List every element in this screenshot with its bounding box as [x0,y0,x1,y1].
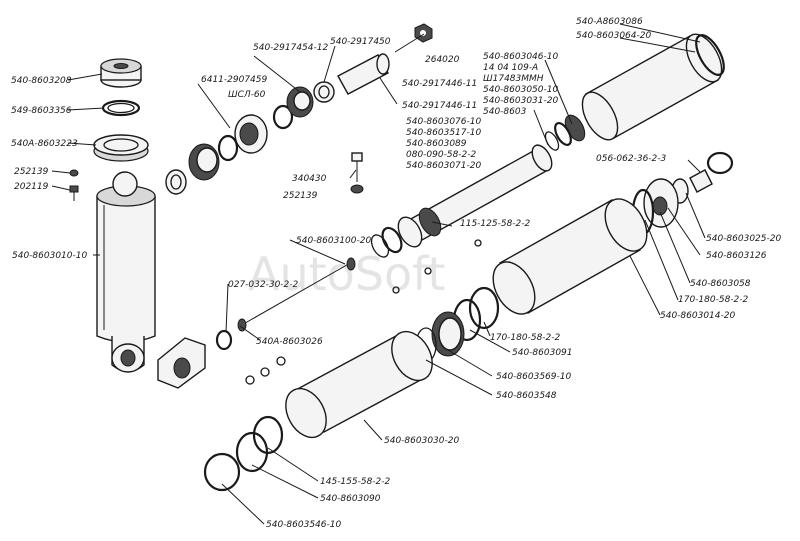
leader-lines [51,23,706,525]
part-label: ШСЛ-60 [228,90,266,100]
part-label: 6411-2907459 [201,75,268,85]
part-label: 145-155-58-2-2 [320,477,391,487]
part-label: 540-8603 [483,107,527,117]
part-label: 540-8603089 [406,139,467,149]
part-label: 170-180-58-2-2 [490,333,561,343]
lower-rings [203,415,284,492]
part-label: 202119 [14,182,49,192]
part-label: 340430 [292,174,327,184]
part-label: 540-8603546-10 [266,520,341,530]
part-label: 540-8603071-20 [406,161,481,171]
main-cylinder [96,171,156,373]
part-label: 540А-8603223 [11,139,78,149]
watermark: AutoSoft [248,247,446,301]
part-label: 252139 [14,167,49,177]
part-label: 540-8603064-20 [576,31,651,41]
part-label: 056-062-36-2-3 [596,154,667,164]
right-cylinder [492,198,648,315]
end-cap-right [631,151,734,236]
bearing-stack [165,81,335,195]
hex-nut [414,23,433,43]
part-label: 540-8603014-20 [660,311,735,321]
part-label: 540-8603046-10 [483,52,558,62]
flange-nut [93,134,149,162]
small-bolt [69,185,79,201]
lower-tube [285,330,433,439]
part-label: 540-8603517-10 [406,128,481,138]
part-label: 540-8603050-10 [483,85,558,95]
rod-eye-bracket [157,337,206,389]
part-label: 540-8603126 [706,251,767,261]
part-label: 252139 [283,191,318,201]
part-label: 14 04 109-А [483,63,538,73]
part-label: 549-8603356 [11,106,72,116]
part-labels: 540-8603208 549-8603356 540А-8603223 252… [11,17,781,530]
part-label: 540-8603058 [690,279,751,289]
small-pin [337,53,390,95]
part-label: 540-8603569-10 [496,372,571,382]
small-nut [69,169,79,177]
part-label: Ш17483ММН [483,74,544,84]
piston-rod [370,144,553,258]
part-label: 080-090-58-2-2 [406,150,477,160]
part-label: 540-8603091 [512,348,573,358]
cap-ring [101,99,141,117]
long-rod [215,257,356,351]
upper-seal-rings [544,114,586,151]
part-label: 540-8603076-10 [406,117,481,127]
part-label: 027-032-30-2-2 [228,280,299,290]
part-label: 264020 [425,55,460,65]
part-label: 540-8603010-10 [12,251,87,261]
bolt-vertical [350,152,364,194]
part-label: 540А-8603026 [256,337,323,347]
part-label: 115-125-58-2-2 [460,219,531,229]
part-label: 540-8603025-20 [706,234,781,244]
part-label: 540-8603031-20 [483,96,558,106]
part-label: 540-8603208 [11,76,72,86]
cylinder-cap [100,58,142,88]
part-label: 540-2917450 [330,37,391,47]
part-label: 170-180-58-2-2 [678,295,749,305]
part-label: 540-8603090 [320,494,381,504]
upper-tube [581,33,725,141]
part-label: 540-8603548 [496,391,557,401]
part-label: 540-А8603086 [576,17,643,27]
part-label: 540-8603030-20 [384,436,459,446]
part-label: 540-2917446-11 [402,101,477,111]
part-label: 540-2917446-11 [402,79,477,89]
part-label: 540-8603100-20 [296,236,371,246]
part-label: 540-2917454-12 [253,43,328,53]
small-balls [245,239,482,385]
